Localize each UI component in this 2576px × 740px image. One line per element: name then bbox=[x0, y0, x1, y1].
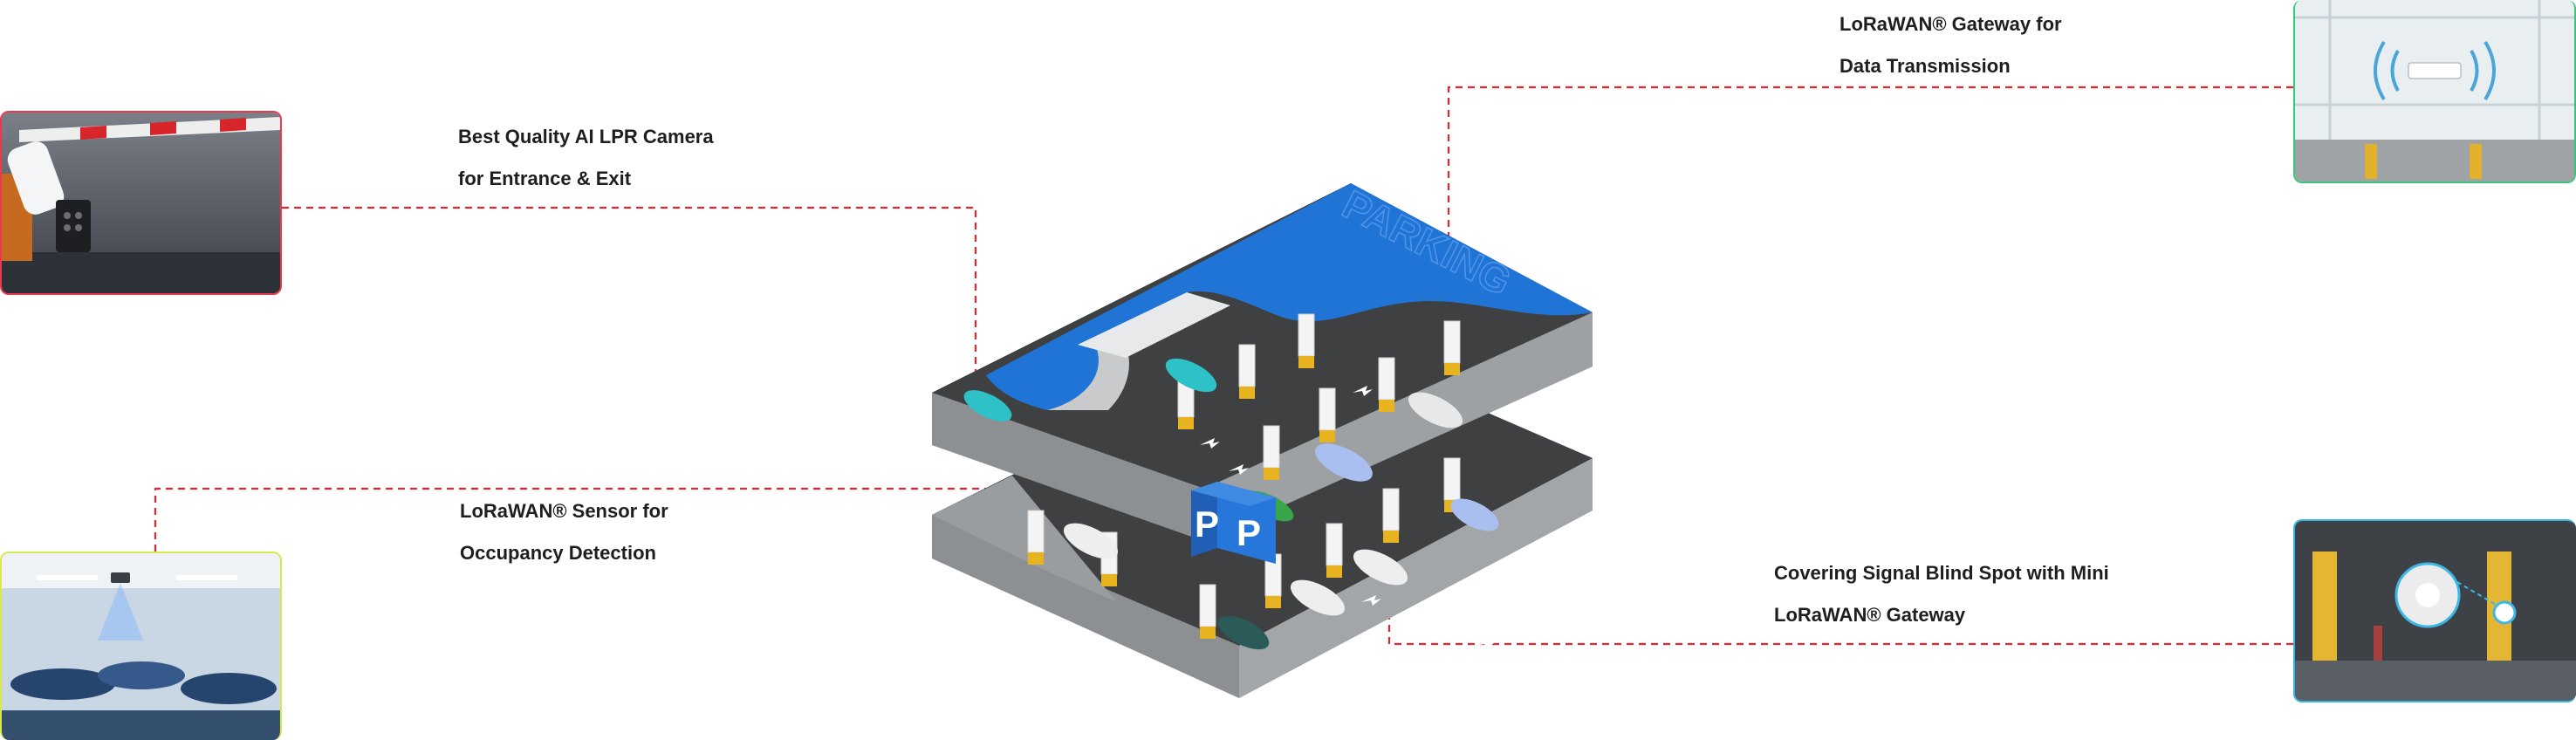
sensor-label-line1: LoRaWAN® Sensor for bbox=[460, 500, 668, 522]
gateway-label-line2: Data Transmission bbox=[1840, 55, 2011, 77]
mini-gateway-label-line2: LoRaWAN® Gateway bbox=[1774, 604, 1966, 626]
car bbox=[1290, 579, 1346, 616]
mini-gateway-photo bbox=[2293, 519, 2576, 702]
upper-level: PARKING bbox=[932, 181, 1593, 649]
pillars bbox=[1027, 313, 1461, 639]
sensor-icon bbox=[98, 572, 143, 641]
car bbox=[1353, 549, 1408, 586]
parking-roof bbox=[986, 183, 1593, 410]
parking-sign-letter-left: P bbox=[1195, 504, 1219, 545]
car bbox=[1450, 498, 1499, 531]
car bbox=[1165, 358, 1217, 393]
car bbox=[1408, 392, 1463, 428]
parking-sign-letter-right: P bbox=[1237, 512, 1261, 553]
leader-line-gateway bbox=[1447, 86, 2293, 332]
sensor-label: LoRaWAN® Sensor for Occupancy Detection bbox=[460, 490, 668, 574]
lpr-camera-photo bbox=[0, 111, 282, 295]
mini-gateway-label: Covering Signal Blind Spot with Mini LoR… bbox=[1774, 552, 2109, 636]
lpr-camera-label-line2: for Entrance & Exit bbox=[458, 168, 632, 189]
leader-line-mini-gateway bbox=[1387, 393, 2293, 646]
camera-icon bbox=[7, 141, 91, 252]
sensor-photo bbox=[0, 552, 282, 740]
lpr-camera-label: Best Quality AI LPR Camera for Entrance … bbox=[458, 116, 714, 200]
car bbox=[1315, 443, 1373, 482]
lpr-camera-label-line1: Best Quality AI LPR Camera bbox=[458, 126, 714, 147]
car bbox=[1063, 523, 1119, 559]
parking-sign: P P bbox=[1191, 482, 1276, 564]
mini-gateway-icon bbox=[2394, 562, 2517, 628]
car bbox=[1217, 615, 1270, 650]
gateway-icon bbox=[2374, 40, 2496, 101]
gateway-photo bbox=[2293, 0, 2576, 183]
car bbox=[963, 390, 1012, 421]
sensor-label-line2: Occupancy Detection bbox=[460, 542, 656, 564]
gateway-label: LoRaWAN® Gateway for Data Transmission bbox=[1840, 3, 2062, 87]
leader-line-lpr-camera bbox=[282, 206, 977, 384]
mini-gateway-label-line1: Covering Signal Blind Spot with Mini bbox=[1774, 562, 2109, 584]
gateway-label-line1: LoRaWAN® Gateway for bbox=[1840, 13, 2062, 35]
cars bbox=[963, 358, 1499, 650]
